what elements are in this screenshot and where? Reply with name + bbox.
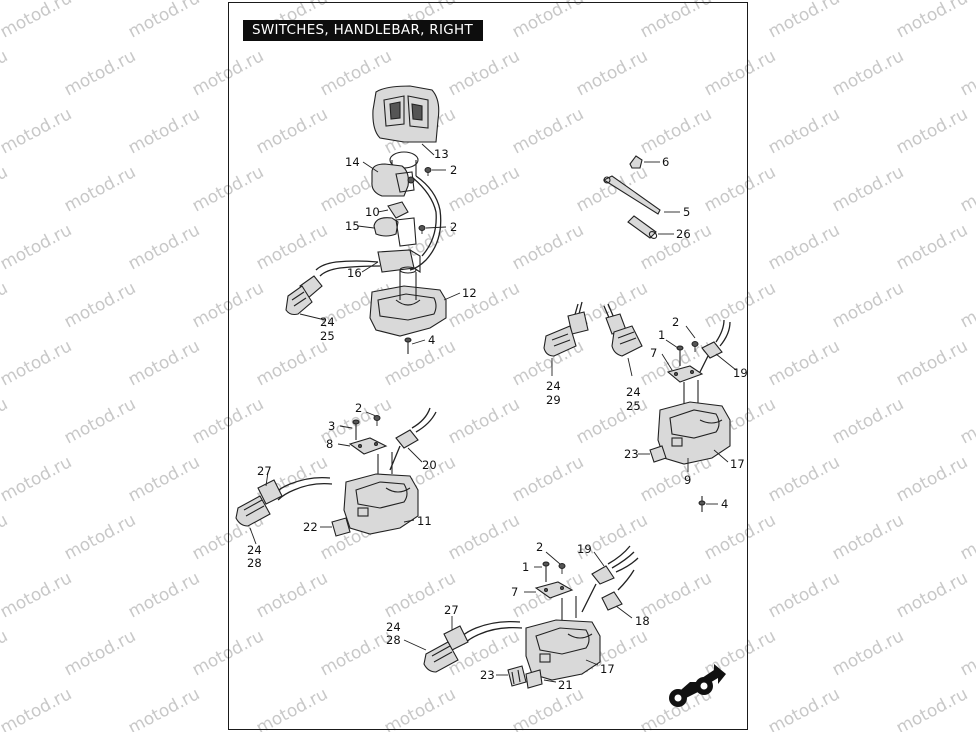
screw [352, 419, 360, 440]
screw [558, 563, 566, 574]
callout-2: 2 [355, 401, 362, 415]
callout-28: 28 [386, 633, 401, 647]
callout-27: 27 [257, 464, 272, 478]
left-switch-housing-assembly [235, 407, 437, 545]
switch-plate [534, 581, 574, 599]
run-stop-switch [387, 201, 409, 219]
callout-23: 23 [480, 668, 495, 682]
callout-25: 25 [320, 329, 335, 343]
callout-1: 1 [658, 328, 665, 342]
callout-16: 16 [347, 266, 362, 280]
callout-28: 28 [247, 556, 262, 570]
switch-actuator-lower [601, 569, 635, 611]
callout-22: 22 [303, 520, 318, 534]
switch-actuator-upper [591, 545, 639, 585]
motorcycle-direction-icon [669, 664, 726, 707]
screw [691, 341, 699, 352]
switch-module [377, 249, 415, 273]
callout-12: 12 [462, 286, 477, 300]
switch-actuator [395, 407, 437, 449]
wire-connector-housing [423, 620, 523, 673]
callout-14: 14 [345, 155, 360, 169]
switch-actuator [701, 319, 731, 359]
callout-24: 24 [626, 385, 641, 399]
callout-19: 19 [577, 542, 592, 556]
switch-plate [666, 365, 704, 383]
switch-plate [348, 437, 388, 455]
wire-connector-housing [235, 476, 333, 527]
callout-2: 2 [672, 315, 679, 329]
screw [404, 337, 412, 354]
page-frame [228, 2, 748, 730]
callout-24: 24 [386, 620, 401, 634]
callout-4: 4 [428, 333, 435, 347]
callout-8: 8 [326, 437, 333, 451]
callout-29: 29 [546, 393, 561, 407]
callout-25: 25 [626, 399, 641, 413]
callout-23: 23 [624, 447, 639, 461]
callout-24: 24 [320, 315, 335, 329]
callout-2: 2 [536, 540, 543, 554]
callout-3: 3 [328, 419, 335, 433]
callout-26: 26 [676, 227, 691, 241]
heat-shrink-tube [627, 215, 658, 239]
switch-cap [507, 665, 543, 689]
screw [418, 225, 426, 234]
switch-housing-cover [372, 85, 440, 143]
right-switch-housing-assembly [638, 319, 737, 512]
callout-11: 11 [417, 514, 432, 528]
connector-pair [543, 301, 643, 377]
callout-6: 6 [662, 155, 669, 169]
callout-17: 17 [600, 662, 615, 676]
callout-21: 21 [558, 678, 573, 692]
switch-cap [649, 445, 667, 463]
callout-24: 24 [247, 543, 262, 557]
switch-housing [343, 452, 419, 535]
switch-rocker [373, 217, 399, 237]
callout-17: 17 [730, 457, 745, 471]
top-switch-housing-assembly [285, 85, 461, 354]
callout-1: 1 [522, 560, 529, 574]
switch-cap [331, 517, 351, 537]
screw [698, 496, 706, 512]
callout-2: 2 [450, 220, 457, 234]
callout-27: 27 [444, 603, 459, 617]
callout-15: 15 [345, 219, 360, 233]
switch-housing [657, 380, 731, 465]
callout-13: 13 [434, 147, 449, 161]
lower-switch-housing [369, 266, 447, 337]
callout-2: 2 [450, 163, 457, 177]
callout-19: 19 [733, 366, 748, 380]
callout-7: 7 [511, 585, 518, 599]
callout-4: 4 [721, 497, 728, 511]
callout-20: 20 [422, 458, 437, 472]
callout-24: 24 [546, 379, 561, 393]
callout-5: 5 [683, 205, 690, 219]
switch-housing [525, 596, 601, 681]
page-title: SWITCHES, HANDLEBAR, RIGHT [243, 20, 484, 41]
callout-10: 10 [365, 205, 380, 219]
wire-connector-housing [285, 275, 323, 316]
bottom-switch-housing-assembly [403, 545, 639, 689]
screw [373, 415, 381, 426]
screw [676, 345, 684, 366]
screw [424, 167, 432, 176]
callout-18: 18 [635, 614, 650, 628]
wire-clip [629, 155, 643, 169]
callout-9: 9 [684, 473, 691, 487]
cable-strap [602, 175, 661, 215]
screw [542, 561, 550, 582]
small-parts-group [602, 155, 680, 239]
callout-7: 7 [650, 346, 657, 360]
